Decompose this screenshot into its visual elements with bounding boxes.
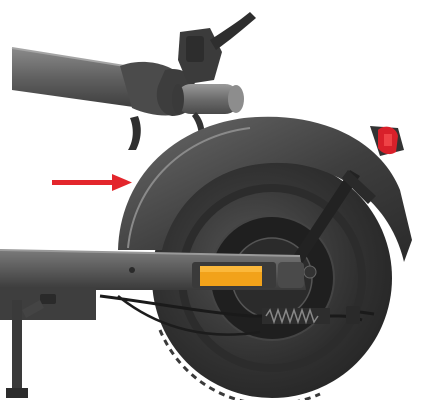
handlebar-grip (172, 84, 244, 114)
kickstand (6, 300, 44, 398)
tail-light (378, 126, 398, 155)
brake-controller (128, 12, 256, 150)
fender-strut (280, 170, 376, 282)
arrow-right-icon (52, 174, 132, 191)
brake-cable (99, 294, 375, 336)
side-reflector (192, 262, 304, 288)
